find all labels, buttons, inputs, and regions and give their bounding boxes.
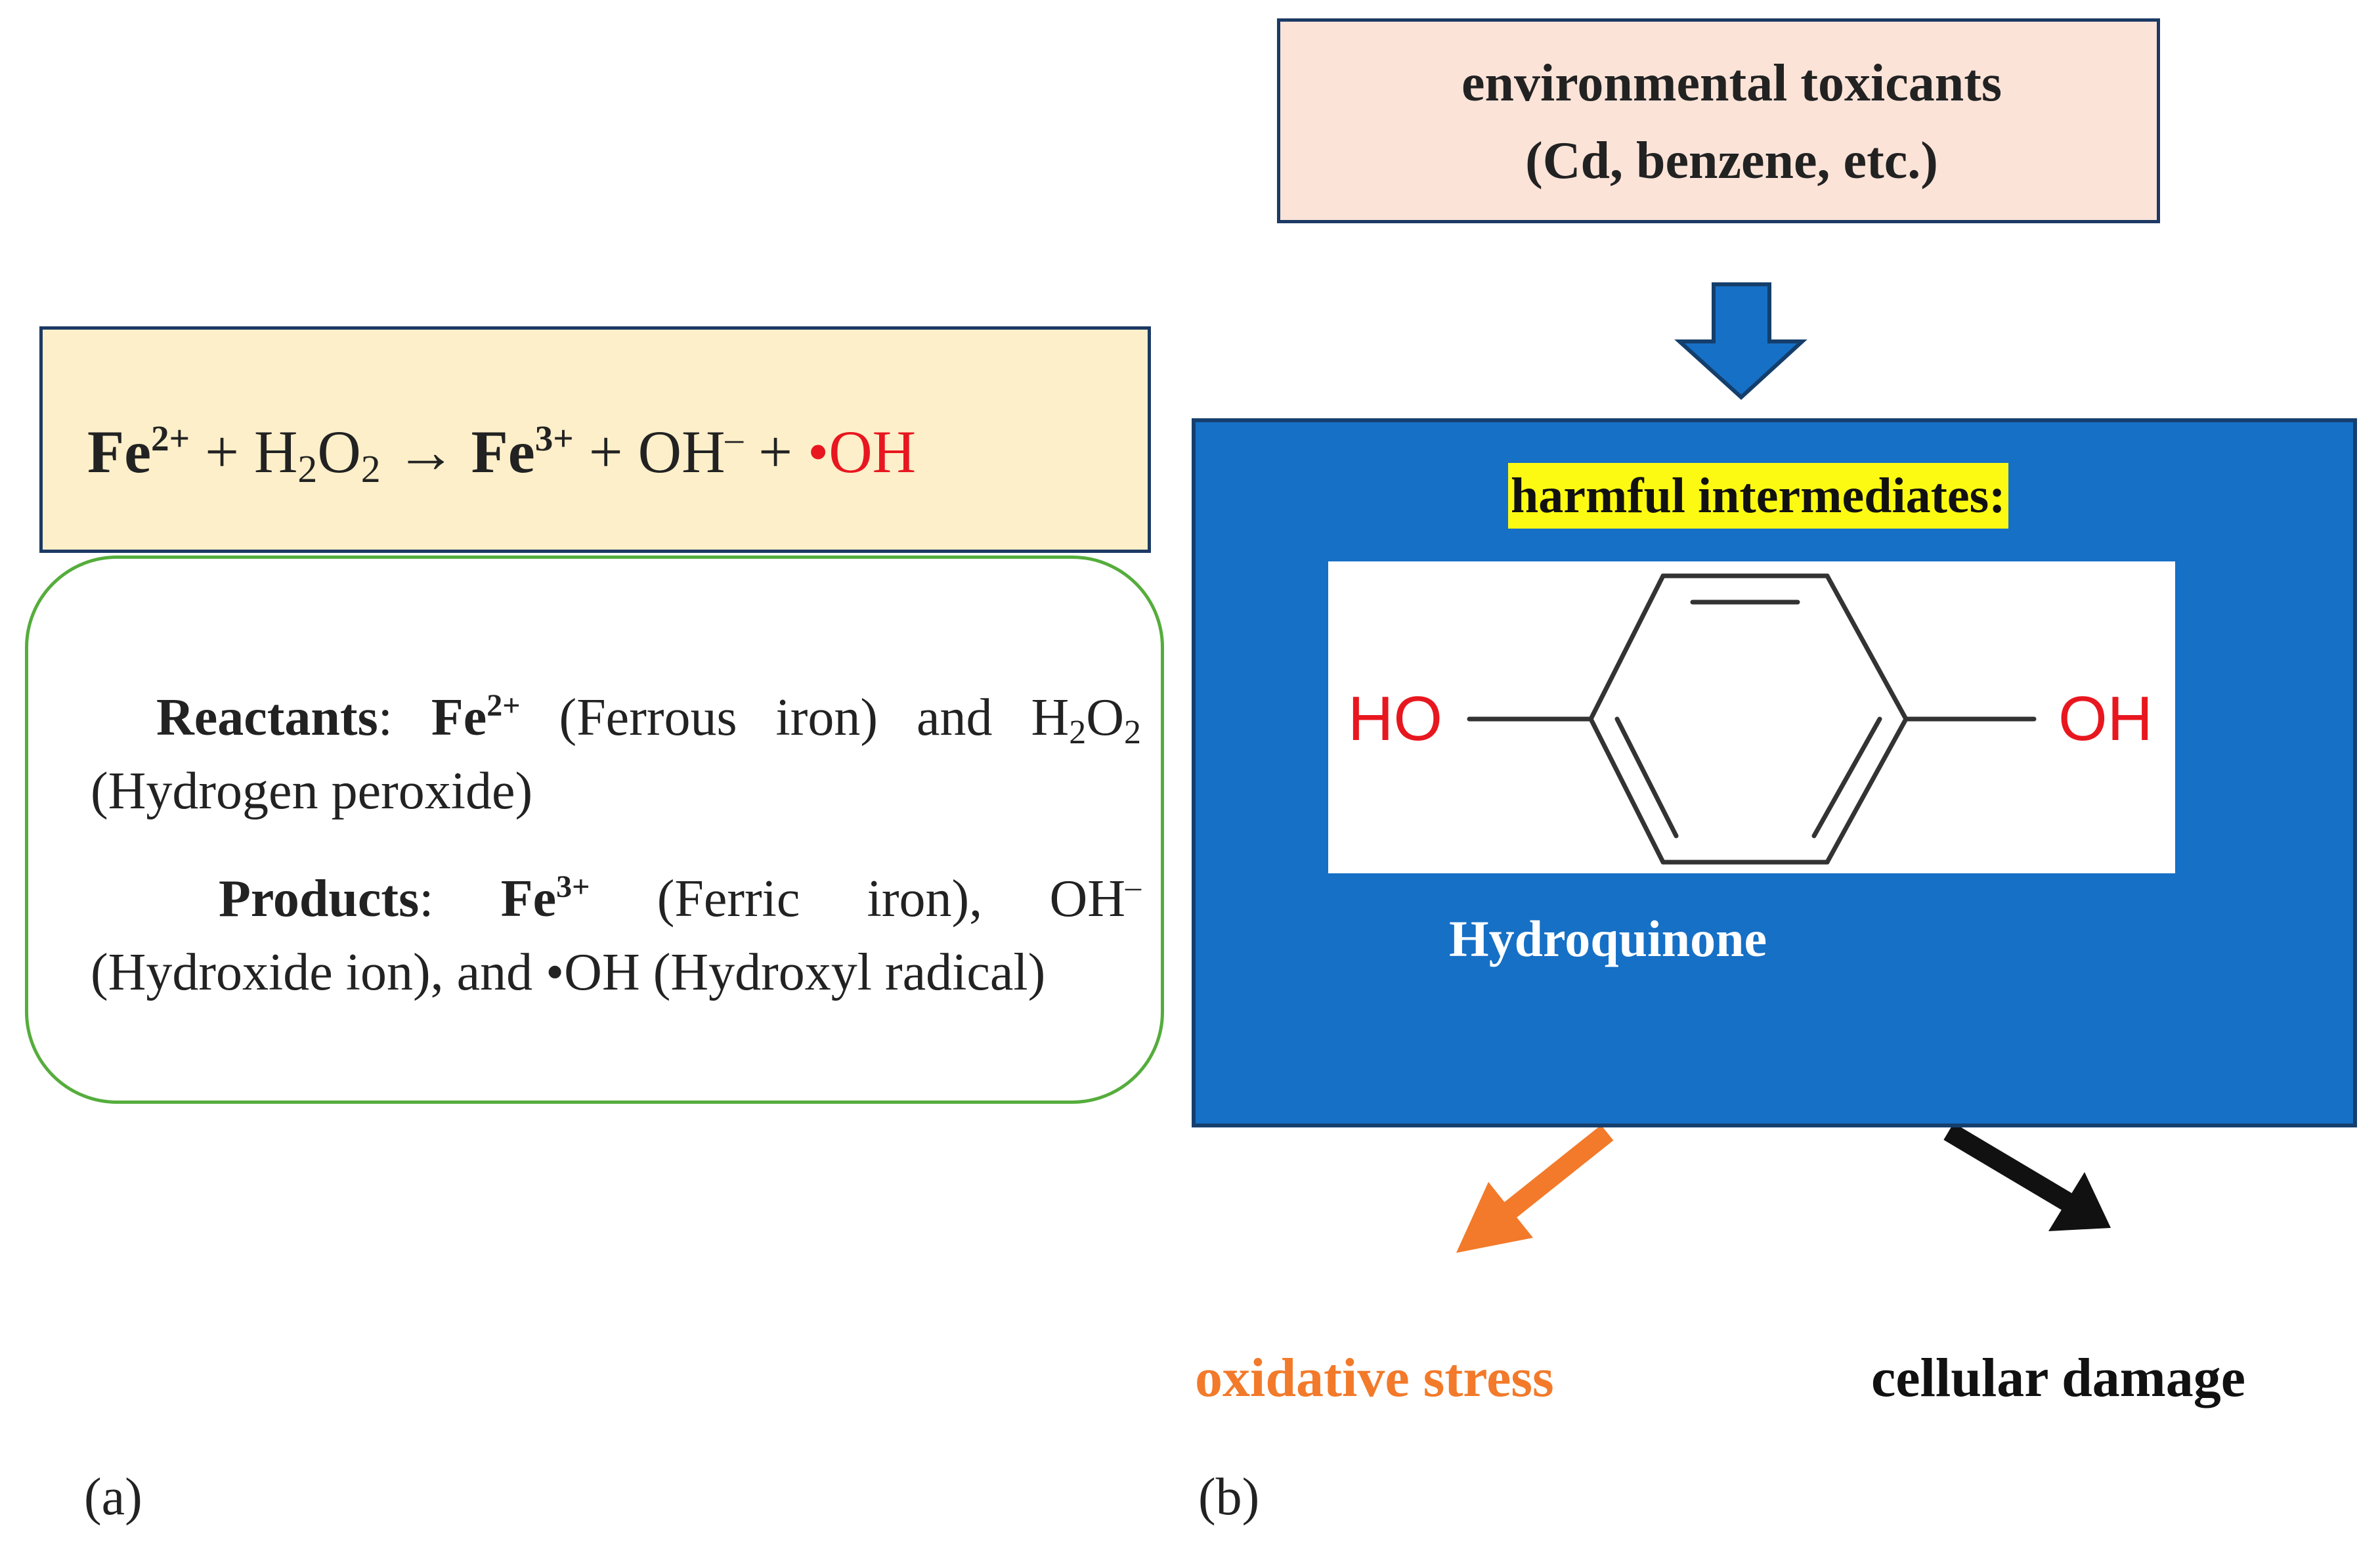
- hydroxyl-radical: •OH: [808, 418, 917, 485]
- products-tail: (Hydroxide ion), and •OH (Hydroxyl radic…: [91, 944, 1046, 1001]
- equation-box: Fe2+ + H2O2 → Fe3+ + OH– + •OH: [39, 326, 1151, 553]
- toxicants-box: environmental toxicants (Cd, benzene, et…: [1277, 18, 2160, 223]
- panel-label-a: (a): [84, 1468, 142, 1526]
- equation-h-subscript: 2: [297, 447, 318, 491]
- equation-fe2-charge: 2+: [151, 418, 190, 458]
- equation-arrow: →: [380, 418, 471, 485]
- harmful-intermediates-box: harmful intermediates: HO OH Hydroquinon…: [1192, 418, 2357, 1127]
- products-label: Products: [219, 870, 420, 928]
- products-fe: Fe: [500, 870, 557, 928]
- equation-plus-oh: + OH: [573, 418, 725, 485]
- reactants-paragraph: Reactants: Fe2+ (Ferrous iron) and H2O2 …: [91, 688, 1141, 820]
- reactants-products-box: Reactants: Fe2+ (Ferrous iron) and H2O2 …: [25, 556, 1164, 1104]
- outcome-cellular-damage: cellular damage: [1871, 1347, 2246, 1408]
- molecule-name: Hydroquinone: [1449, 910, 1767, 967]
- outcome-oxidative-stress: oxidative stress: [1195, 1347, 1554, 1408]
- products-text: (Ferric iron), OH: [590, 870, 1125, 928]
- harmful-intermediates-label: harmful intermediates:: [1508, 463, 2008, 529]
- equation-o: O: [317, 418, 361, 485]
- products-paragraph: Products: Fe3+ (Ferric iron), OH– (Hydro…: [91, 869, 1141, 1001]
- reactants-label: Reactants: [156, 689, 378, 747]
- equation-oh-charge: –: [725, 418, 744, 458]
- panel-label-b: (b): [1198, 1468, 1260, 1526]
- black-arrow-icon: [1943, 1123, 2111, 1231]
- products-fe-charge: 3+: [556, 869, 590, 905]
- equation-fe3-charge: 3+: [534, 418, 574, 458]
- equation-plus-h: + H: [190, 418, 298, 485]
- hydroquinone-structure: HO OH: [1328, 561, 2175, 873]
- equation-plus: +: [743, 418, 808, 485]
- hydroxyl-group-right: OH: [2058, 684, 2153, 754]
- down-arrow-icon: [1674, 282, 1807, 401]
- toxicants-line-1: environmental toxicants: [1461, 55, 2002, 112]
- orange-arrow-icon: [1456, 1125, 1614, 1253]
- benzene-ring-icon: HO OH: [1348, 573, 2153, 865]
- equation-fe2: Fe: [87, 418, 152, 485]
- reactants-tail: (Hydrogen peroxide): [91, 762, 533, 820]
- reactants-fe: Fe: [431, 689, 487, 747]
- equation-o-subscript: 2: [360, 447, 381, 491]
- hydroxyl-group-left: HO: [1348, 684, 1442, 754]
- fenton-equation: Fe2+ + H2O2 → Fe3+ + OH– + •OH: [87, 420, 916, 489]
- equation-fe3: Fe: [471, 418, 535, 485]
- reactants-text: (Ferrous iron) and H: [520, 689, 1070, 747]
- toxicants-line-2: (Cd, benzene, etc.): [1525, 132, 1938, 190]
- reactants-fe-charge: 2+: [487, 688, 521, 724]
